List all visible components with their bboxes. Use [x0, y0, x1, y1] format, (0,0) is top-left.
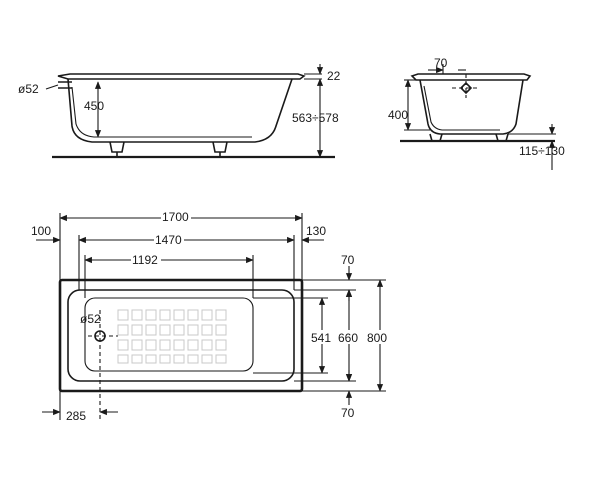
side-view-drain-leader [45, 84, 59, 90]
side-view-leg-left [109, 141, 125, 156]
plan-view-right-margin-label: 130 [306, 224, 326, 238]
plan-view-outer-width-label: 800 [367, 331, 387, 345]
end-view-leg-left [429, 133, 443, 142]
plan-view-bottom-margin-label: 70 [341, 406, 355, 420]
side-view-overflow-pipe [58, 81, 72, 89]
end-view-overflow-symbol [459, 81, 473, 95]
plan-view-anti-slip-pattern [117, 309, 227, 364]
plan-view: ø52 1700 1470 1192 100 130 [31, 209, 390, 423]
end-view-overflow-label: 70 [434, 56, 448, 70]
plan-view-drain-label: ø52 [80, 312, 101, 326]
end-view: 70 400 115÷130 [388, 56, 565, 170]
plan-view-flat-bottom [84, 297, 254, 372]
plan-view-drain-offset-label: 285 [66, 409, 86, 423]
plan-view-inner-width-label: 660 [338, 331, 358, 345]
end-view-bowl [419, 79, 524, 135]
plan-view-bottom-length-label: 1192 [132, 253, 158, 267]
side-view-leg-right [212, 141, 228, 156]
plan-view-top-margin-label: 70 [341, 253, 355, 267]
plan-view-outer-length-label: 1700 [162, 210, 189, 224]
side-view-rim [57, 73, 306, 80]
plan-view-bottom-width-label: 541 [311, 331, 331, 345]
side-view: 450 ø52 22 563÷578 [18, 64, 341, 159]
plan-view-inner-bowl [67, 289, 295, 382]
side-view-depth-label: 450 [84, 99, 104, 113]
end-view-leg-right [495, 133, 509, 142]
plan-view-left-margin-label: 100 [31, 224, 51, 238]
side-view-rim-label: 22 [327, 69, 341, 83]
end-view-leg-label: 115÷130 [519, 144, 565, 158]
plan-view-inner-length-label: 1470 [155, 233, 182, 247]
side-view-drain-label: ø52 [18, 82, 39, 96]
plan-view-outer-rim [58, 278, 304, 393]
side-view-height-label: 563÷578 [292, 111, 339, 125]
end-view-rim [410, 73, 532, 81]
side-view-inner-line [71, 86, 252, 138]
end-view-depth-label: 400 [388, 108, 408, 122]
side-view-bowl [67, 78, 293, 143]
end-view-inner-line [423, 85, 500, 131]
